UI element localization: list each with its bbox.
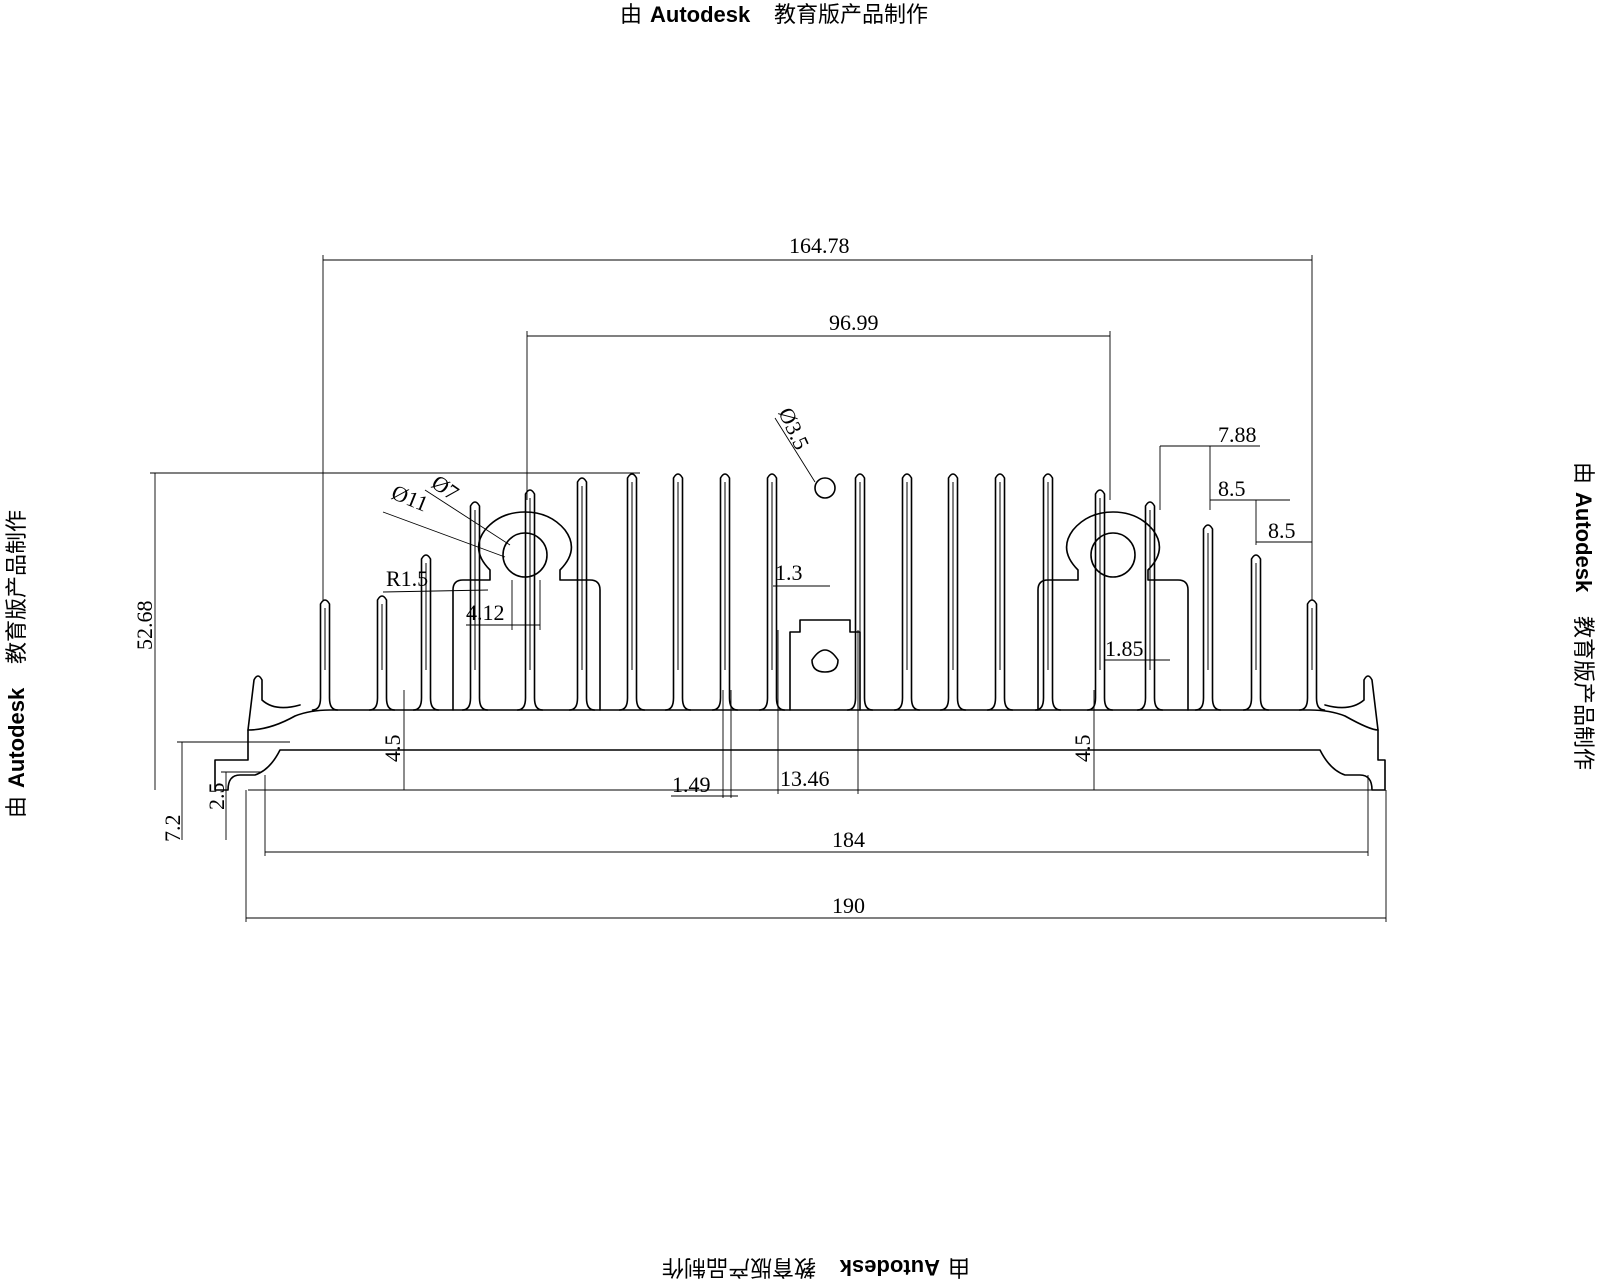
fin (311, 599, 339, 711)
watermark-bottom-suffix: 教育版产品制作 (662, 1255, 816, 1280)
right-lip (1324, 675, 1379, 731)
watermark-right: 由 Autodesk 教育版产品制作 (1571, 462, 1596, 770)
fin (664, 473, 692, 711)
watermark-right-suffix: 教育版产品制作 (1571, 616, 1596, 770)
right-clip-socket (1037, 511, 1189, 711)
dim-phi11: Ø11 (388, 479, 432, 516)
fin (846, 473, 874, 711)
dim-4-12: 4.12 (466, 600, 505, 625)
watermark-top-brand: Autodesk (650, 2, 751, 27)
fins (311, 473, 1326, 711)
dim-190: 190 (832, 893, 865, 918)
dim-8-5-b: 8.5 (1268, 518, 1296, 543)
left-lip (247, 675, 301, 731)
watermark-top: 由 Autodesk 教育版产品制作 (620, 2, 928, 27)
fin (1242, 554, 1270, 711)
dim-7-2: 7.2 (160, 815, 185, 843)
dim-96-99: 96.99 (829, 310, 879, 335)
center-tip-hole (814, 477, 836, 499)
dim-164-78: 164.78 (789, 233, 850, 258)
dim-1-49: 1.49 (672, 772, 711, 797)
watermark-left-suffix: 教育版产品制作 (4, 510, 29, 664)
dim-phi7: Ø7 (427, 470, 463, 506)
center-t-slot (789, 619, 861, 711)
right-bore (1090, 532, 1136, 578)
dim-8-5-a: 8.5 (1218, 476, 1246, 501)
dim-52-68: 52.68 (132, 601, 157, 651)
fin (986, 473, 1014, 711)
watermark-bottom-brand: Autodesk (839, 1255, 940, 1280)
fin (1136, 501, 1164, 711)
fin (368, 595, 396, 711)
fin (461, 501, 489, 711)
fin (1034, 473, 1062, 711)
fin (893, 473, 921, 711)
dimension-lines (150, 255, 1387, 922)
dim-184: 184 (832, 827, 865, 852)
fin (568, 477, 596, 711)
dimension-labels: 164.78 96.99 Ø3.5 7.88 8.5 8.5 Ø11 Ø7 R1… (132, 233, 1296, 918)
dim-4-5-right: 4.5 (1070, 735, 1095, 763)
dim-7-88: 7.88 (1218, 422, 1257, 447)
left-clip-socket (452, 511, 601, 711)
watermark-left: 由 Autodesk 教育版产品制作 (4, 510, 29, 818)
watermark-bottom: 由 Autodesk 教育版产品制作 (662, 1255, 970, 1280)
dim-1-3: 1.3 (775, 560, 803, 585)
watermark-top-prefix: 由 (620, 2, 642, 27)
watermark-top-suffix: 教育版产品制作 (774, 2, 928, 27)
watermark-right-prefix: 由 (1571, 462, 1596, 484)
dim-2-5: 2.5 (204, 783, 229, 811)
dim-phi3-5: Ø3.5 (773, 404, 814, 454)
fin (516, 489, 544, 711)
fin (1194, 524, 1222, 711)
watermark-bottom-prefix: 由 (948, 1255, 970, 1280)
watermark-left-brand: Autodesk (4, 687, 29, 788)
fin (618, 473, 646, 711)
fin (939, 473, 967, 711)
left-bore (502, 532, 548, 578)
dim-4-5-left: 4.5 (380, 735, 405, 763)
center-slot-groove (811, 649, 839, 673)
fin (412, 554, 440, 711)
dim-1-85: 1.85 (1105, 636, 1144, 661)
dim-r1-5: R1.5 (386, 566, 428, 591)
dim-13-46: 13.46 (780, 766, 830, 791)
watermark-left-prefix: 由 (4, 796, 29, 818)
watermark-right-brand: Autodesk (1571, 492, 1596, 593)
